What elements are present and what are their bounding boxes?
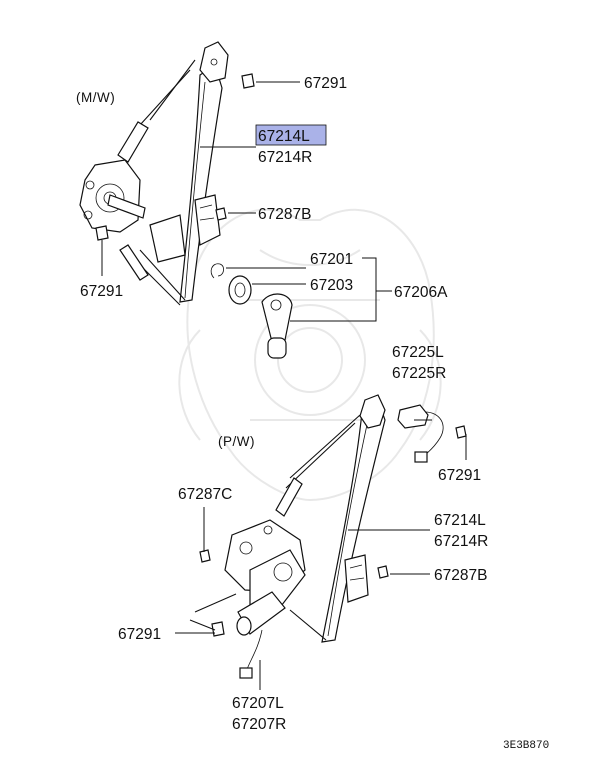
leader-lines — [101, 81, 467, 690]
label-67214R-bottom[interactable]: 67214R — [434, 533, 488, 550]
label-67287C[interactable]: 67287C — [178, 486, 232, 503]
label-67214L-bottom[interactable]: 67214L — [434, 512, 486, 529]
window-handle-parts — [210, 263, 293, 359]
manual-regulator-assembly — [79, 41, 255, 306]
section-label-power: (P/W) — [218, 434, 255, 449]
label-67287B-bottom[interactable]: 67287B — [434, 567, 487, 584]
label-67207L[interactable]: 67207L — [232, 695, 284, 712]
label-67291-right[interactable]: 67291 — [438, 467, 481, 484]
label-67287B-top[interactable]: 67287B — [258, 206, 311, 223]
label-67291-top[interactable]: 67291 — [304, 75, 347, 92]
section-label-manual: (M/W) — [76, 90, 115, 105]
diagram-code: 3E3B870 — [503, 740, 549, 752]
label-67214L-top[interactable]: 67214L — [258, 128, 310, 145]
label-67203[interactable]: 67203 — [310, 277, 353, 294]
regulator-harness — [397, 404, 467, 463]
label-67225L[interactable]: 67225L — [392, 344, 444, 361]
power-regulator-assembly — [199, 394, 389, 679]
label-67206A[interactable]: 67206A — [394, 284, 448, 301]
label-67225R[interactable]: 67225R — [392, 365, 446, 382]
label-67201[interactable]: 67201 — [310, 251, 353, 268]
label-67291-left[interactable]: 67291 — [80, 283, 123, 300]
label-67291-bottom[interactable]: 67291 — [118, 626, 161, 643]
highlight-67214L — [255, 124, 327, 146]
label-67207R[interactable]: 67207R — [232, 716, 286, 733]
label-67214R-top[interactable]: 67214R — [258, 149, 312, 166]
